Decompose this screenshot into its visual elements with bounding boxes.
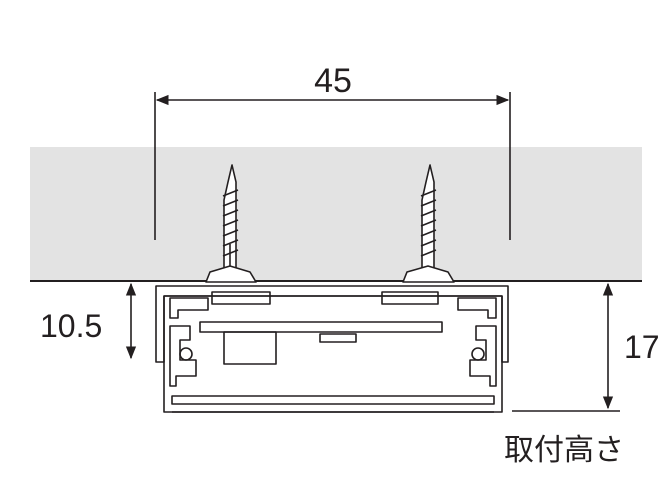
screw-right (402, 164, 455, 283)
total-height-dimension (512, 282, 620, 412)
width-label: 45 (314, 62, 352, 100)
rail-profile (155, 285, 509, 413)
ceiling-slab (30, 147, 642, 281)
width-dimension (154, 92, 511, 240)
total-height-label: 17 (624, 329, 660, 365)
screw-left (205, 164, 257, 283)
slot-height-label: 10.5 (40, 308, 102, 344)
mounting-height-label: 取付高さ (504, 433, 624, 468)
